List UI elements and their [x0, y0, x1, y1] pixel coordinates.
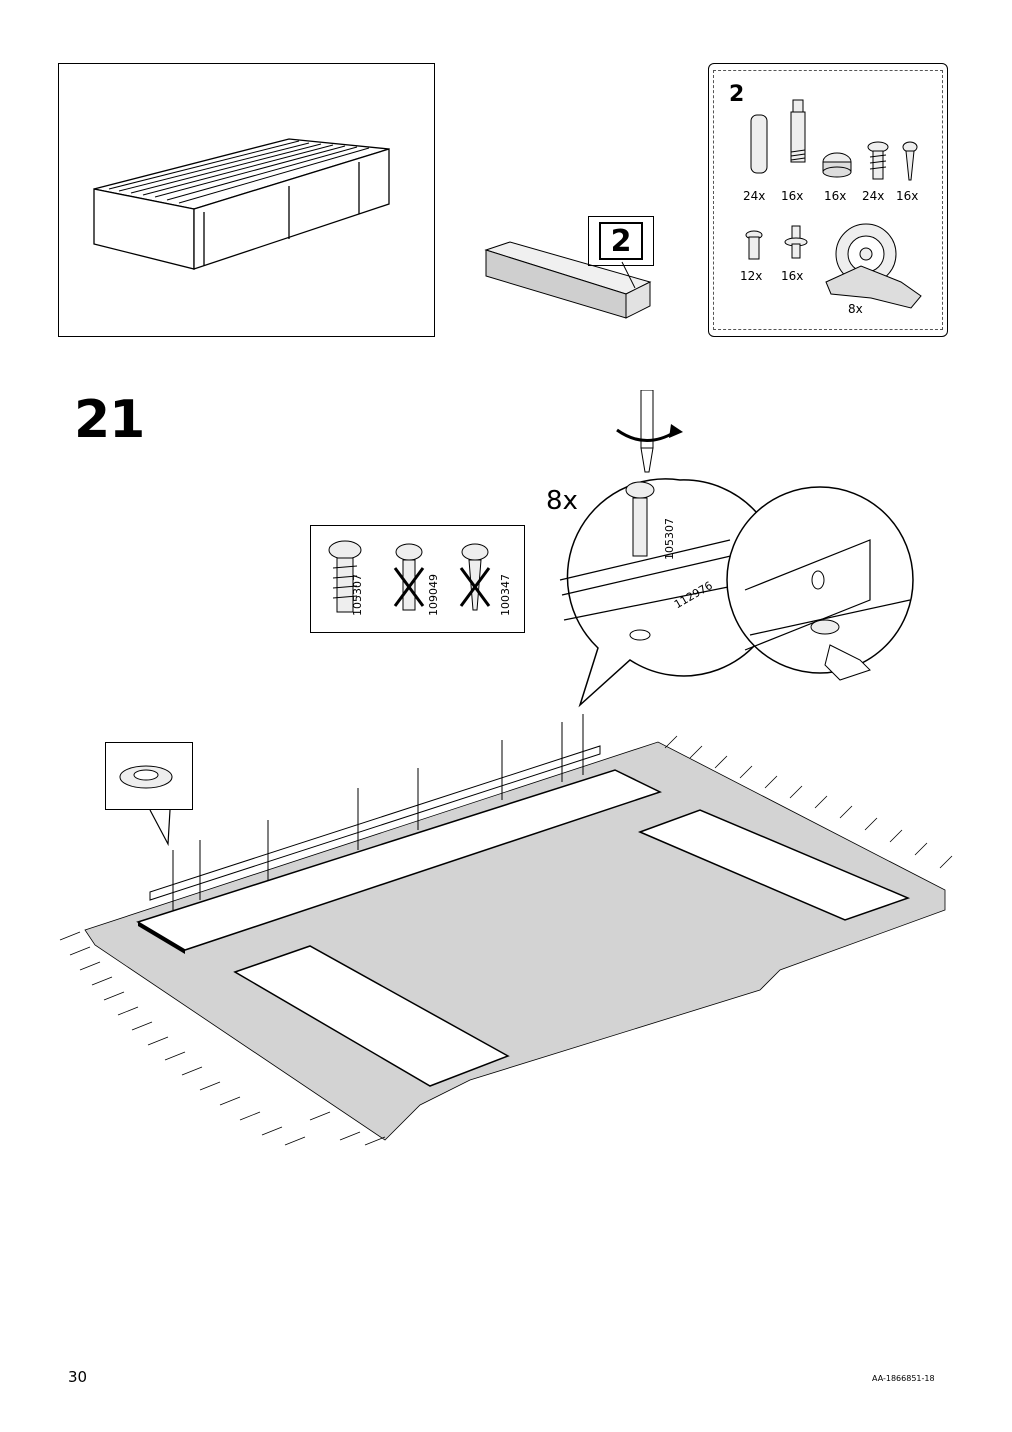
qty-label: 16x — [781, 269, 804, 283]
wrong-screw-icon — [393, 543, 425, 611]
detail-screw-code: 105307 — [663, 518, 676, 560]
overview-frame — [58, 63, 435, 337]
qty-label: 16x — [781, 189, 804, 203]
qty-label: 8x — [848, 302, 863, 316]
wrong-screw-code: 100347 — [499, 574, 512, 616]
screw-icon — [867, 141, 889, 180]
screw-count: 8x — [546, 486, 578, 516]
rug-fringe — [59, 735, 953, 1146]
wrong-screw-icon — [459, 543, 491, 611]
package-label: 2 — [599, 222, 643, 260]
qty-label: 24x — [862, 189, 885, 203]
page-number: 30 — [68, 1368, 88, 1386]
package-illustration — [484, 241, 652, 319]
qty-label: 12x — [740, 269, 763, 283]
caster-wheel-icon — [825, 223, 922, 309]
detail-bubble — [559, 478, 914, 708]
screw-check-box: 105307 109049 100347 — [310, 525, 525, 633]
screwdriver-icon — [616, 390, 683, 473]
document-code: AA-1866851-18 — [872, 1374, 935, 1383]
wood-screw-icon — [902, 141, 918, 181]
qty-label: 16x — [824, 189, 847, 203]
step-number: 21 — [74, 390, 145, 450]
wooden-dowel-icon — [750, 114, 768, 174]
parts-inventory-box: 2 24x 16x 16x 24x 16x 12x — [708, 63, 948, 337]
cam-bolt-icon — [790, 99, 806, 163]
assembly-illustration — [59, 714, 953, 1146]
package-label-box: 2 — [588, 216, 654, 266]
qty-label: 24x — [743, 189, 766, 203]
qty-label: 16x — [896, 189, 919, 203]
assembled-drawer-illustration — [93, 138, 390, 270]
wrong-screw-code: 109049 — [427, 574, 440, 616]
short-screw-icon — [745, 230, 763, 260]
parts-step-number: 2 — [729, 82, 745, 107]
correct-screw-code: 105307 — [351, 574, 364, 616]
cam-lock-detail-icon — [119, 765, 173, 789]
cam-lock-icon — [822, 152, 852, 178]
cam-lock-callout — [105, 742, 193, 810]
callout-pointer — [149, 809, 171, 847]
correct-screw-icon — [328, 540, 362, 613]
pin-icon — [784, 225, 808, 259]
